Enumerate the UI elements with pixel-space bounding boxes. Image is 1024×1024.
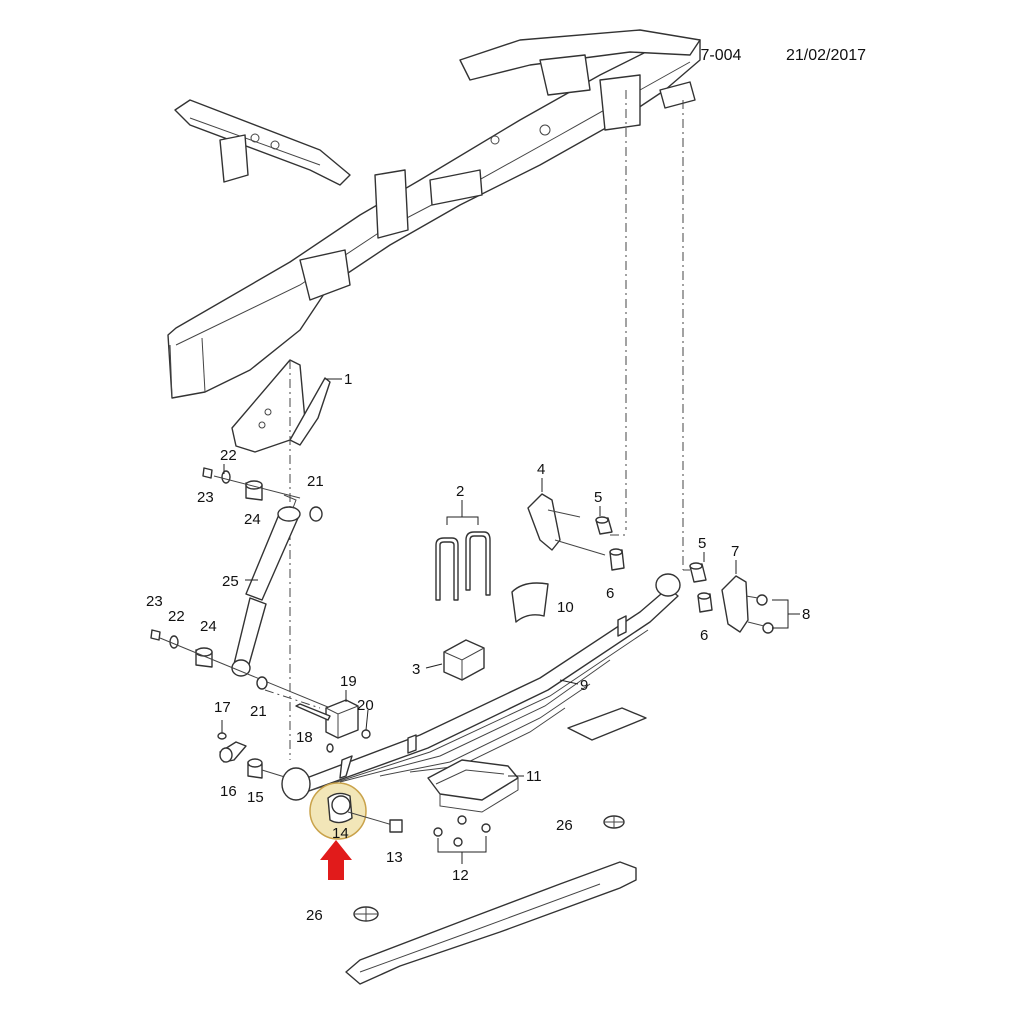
lower-shock-hardware xyxy=(150,629,341,713)
lower-shield xyxy=(345,861,637,985)
label-13: 13 xyxy=(386,849,403,866)
label-26-upper: 26 xyxy=(556,817,573,834)
label-25: 25 xyxy=(222,573,239,590)
label-14: 14 xyxy=(332,825,349,842)
front-eye-hardware xyxy=(217,732,289,779)
label-9: 9 xyxy=(580,677,588,694)
red-down-arrow-icon xyxy=(320,840,352,880)
spring-pad xyxy=(567,707,647,741)
spring-spacer xyxy=(443,639,485,681)
label-23-upper: 23 xyxy=(197,489,214,506)
front-eye-bushing xyxy=(309,782,403,840)
label-18: 18 xyxy=(296,729,313,746)
label-24-lower: 24 xyxy=(200,618,217,635)
label-12: 12 xyxy=(452,867,469,884)
label-15: 15 xyxy=(247,789,264,806)
clip-lower xyxy=(353,906,379,922)
label-8: 8 xyxy=(802,606,810,623)
label-16: 16 xyxy=(220,783,237,800)
label-11: 11 xyxy=(526,768,542,785)
upper-shock-hardware xyxy=(202,467,323,522)
label-1: 1 xyxy=(344,371,352,388)
label-23-lower: 23 xyxy=(146,593,163,610)
label-20: 20 xyxy=(357,697,374,714)
bump-stop-assembly xyxy=(295,699,371,753)
label-5-upper: 5 xyxy=(594,489,602,506)
chassis-frame xyxy=(167,29,701,399)
label-22-upper: 22 xyxy=(220,447,237,464)
label-21-upper: 21 xyxy=(307,473,324,490)
label-26-lower: 26 xyxy=(306,907,323,924)
clip-upper xyxy=(603,815,625,829)
label-19: 19 xyxy=(340,673,357,690)
label-4: 4 xyxy=(537,461,545,478)
front-spring-hanger xyxy=(231,359,342,453)
label-17: 17 xyxy=(214,699,231,716)
label-6-upper: 6 xyxy=(606,585,614,602)
spring-insert xyxy=(511,582,549,623)
label-10: 10 xyxy=(557,599,574,616)
label-22-lower: 22 xyxy=(168,608,185,625)
label-6-lower: 6 xyxy=(700,627,708,644)
label-3: 3 xyxy=(412,661,420,678)
alignment-lines xyxy=(264,90,690,760)
u-bolts xyxy=(435,516,491,601)
label-24-upper: 24 xyxy=(244,511,261,528)
label-21-lower: 21 xyxy=(250,703,267,720)
label-7: 7 xyxy=(731,543,739,560)
rear-shackle-assembly xyxy=(527,493,774,634)
shock-absorber xyxy=(231,506,301,677)
diagram-date: 21/02/2017 xyxy=(786,47,866,64)
leaf-spring xyxy=(281,573,681,801)
spring-plate xyxy=(427,759,519,847)
label-5-lower: 5 xyxy=(698,535,706,552)
label-2: 2 xyxy=(456,483,464,500)
